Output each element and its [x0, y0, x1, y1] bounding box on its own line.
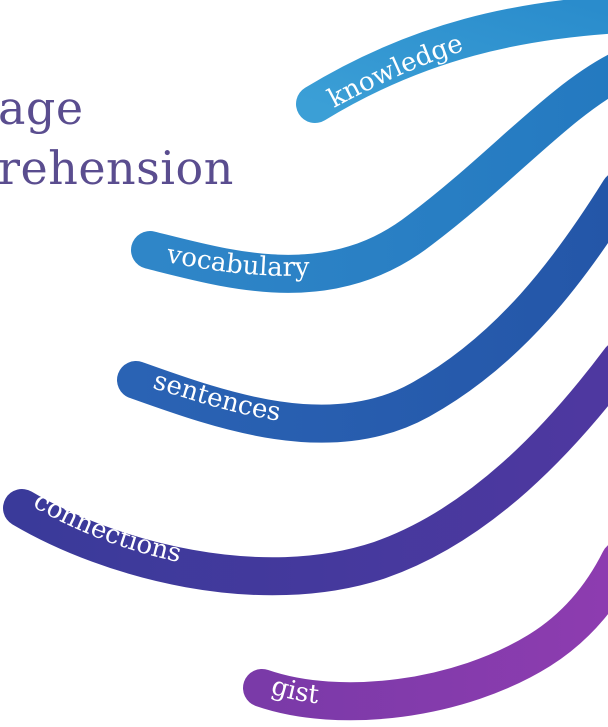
ribbon-connections — [3, 345, 608, 596]
title: age rehension — [0, 81, 234, 195]
ribbon-sentences — [117, 175, 608, 443]
ribbon-gist — [243, 545, 608, 721]
ribbon-knowledge — [296, 0, 608, 123]
ribbon-vocabulary — [131, 54, 608, 293]
